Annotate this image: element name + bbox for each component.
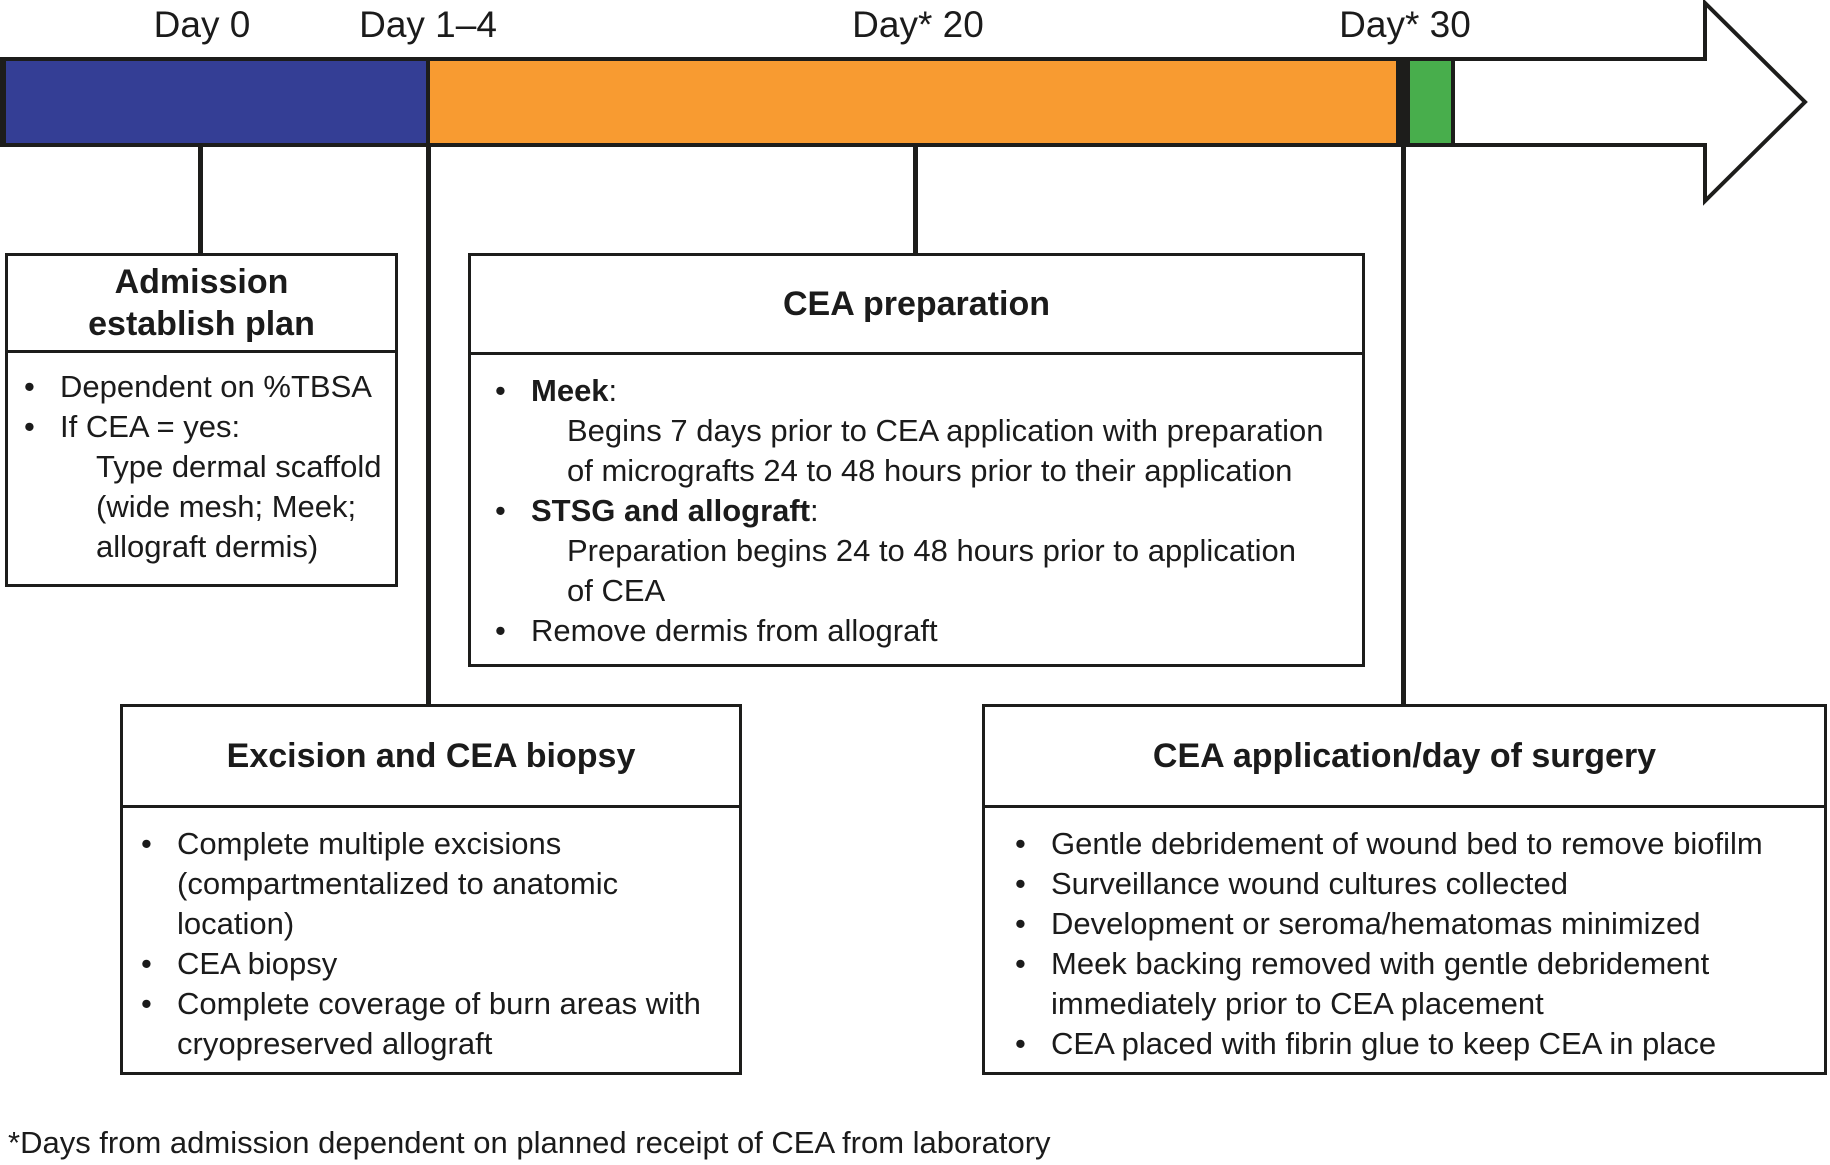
list-item-text: Preparation begins 24 to 48 hours prior … [567,533,1296,568]
tick-day-30 [1401,143,1406,704]
list-item: • Remove dermis from allograft [495,611,1352,651]
day-label-0: Day 0 [153,4,251,45]
box-admission-items: • Dependent on %TBSA • If CEA = yes:•Type d… [8,353,395,567]
list-item: • If CEA = yes: [24,407,385,447]
list-item-text: cryopreserved allograft [177,1026,493,1061]
list-item-text: Remove dermis from allograft [531,613,938,648]
bullet-icon: • [141,826,152,861]
list-item: • Development or seroma/hematomas minimiz… [1015,904,1814,944]
day-label-30: Day* 30 [1339,4,1471,45]
bullet-icon: • [1015,906,1026,941]
list-item: •immediately prior to CEA placement [1015,984,1814,1024]
list-item: • CEA biopsy [141,944,729,984]
box-admission: Admission establish plan • Dependent on %… [5,253,398,587]
list-item: • CEA placed with fibrin glue to keep CEA… [1015,1024,1814,1064]
bullet-icon: • [1015,866,1026,901]
bullet-icon: • [495,493,506,528]
bullet-icon: • [1015,946,1026,981]
list-item: •Preparation begins 24 to 48 hours prior… [495,531,1352,571]
list-item-text: Meek: [531,373,618,408]
list-item: •of micrografts 24 to 48 hours prior to … [495,451,1352,491]
list-item-text: Gentle debridement of wound bed to remov… [1051,826,1763,861]
box-cea-preparation-items: •Meek:•Begins 7 days prior to CEA applic… [471,355,1362,651]
list-item: • Dependent on %TBSA [24,367,385,407]
box-excision-biopsy-items: •Complete multiple excisions•(compartmen… [123,808,739,1064]
box-cea-application-items: • Gentle debridement of wound bed to remo… [985,808,1824,1064]
list-item-text: Surveillance wound cultures collected [1051,866,1568,901]
box-cea-preparation: CEA preparation •Meek:•Begins 7 days pri… [468,253,1365,667]
list-item-text: Development or seroma/hematomas minimize… [1051,906,1701,941]
list-item: •allograft dermis) [24,527,385,567]
list-item: •Begins 7 days prior to CEA application … [495,411,1352,451]
box-excision-biopsy: Excision and CEA biopsy • Complete multip… [120,704,742,1075]
list-item: • Surveillance wound cultures collected [1015,864,1814,904]
list-item: • Gentle debridement of wound bed to remo… [1015,824,1814,864]
box-cea-application-title: CEA application/day of surgery [985,707,1824,808]
list-item: • Complete coverage of burn areas with [141,984,729,1024]
list-item-text: Type dermal scaffold [96,449,382,484]
list-item: •(wide mesh; Meek; [24,487,385,527]
list-item-text: Complete coverage of burn areas with [177,986,701,1021]
tick-day-1-4 [426,143,431,704]
list-item: • Meek backing removed with gentle debrid… [1015,944,1814,984]
list-item-text: Complete multiple excisions [177,826,562,861]
list-item: •(compartmentalized to anatomic [141,864,729,904]
box-admission-title: Admission establish plan [8,256,395,353]
list-item: •cryopreserved allograft [141,1024,729,1064]
box-cea-application: CEA application/day of surgery • Gentle d… [982,704,1827,1075]
bullet-icon: • [141,946,152,981]
box-cea-preparation-title: CEA preparation [471,256,1362,355]
list-item-text: Dependent on %TBSA [60,369,372,404]
list-item: • Complete multiple excisions [141,824,729,864]
list-item-text: Begins 7 days prior to CEA application w… [567,413,1324,448]
segment-preparation-phase [430,61,1396,143]
segment-admission-phase [6,61,426,143]
bullet-icon: • [1015,826,1026,861]
list-item: • STSG and allograft: [495,491,1352,531]
day-label-20: Day* 20 [852,4,984,45]
list-item-text: STSG and allograft: [531,493,819,528]
bullet-icon: • [1015,1026,1026,1061]
day-label-1-4: Day 1–4 [359,4,497,45]
tick-day-20 [913,143,918,253]
bullet-icon: • [495,373,506,408]
list-item-text: of micrografts 24 to 48 hours prior to t… [567,453,1293,488]
list-item-text: allograft dermis) [96,529,319,564]
list-item: •location) [141,904,729,944]
list-item-text: (wide mesh; Meek; [96,489,357,524]
bullet-icon: • [24,369,35,404]
tick-day-0 [198,143,203,253]
bullet-icon: • [495,613,506,648]
list-item: • Meek: [495,371,1352,411]
bullet-icon: • [24,409,35,444]
list-item-text: location) [177,906,295,941]
timeline-arrow [0,0,1808,206]
list-item-text: CEA placed with fibrin glue to keep CEA … [1051,1026,1717,1061]
list-item-text: CEA biopsy [177,946,338,981]
segment-application-phase [1410,61,1451,143]
list-item-text: Meek backing removed with gentle debride… [1051,946,1710,981]
list-item: •of CEA [495,571,1352,611]
footnote: *Days from admission dependent on planne… [8,1125,1051,1160]
list-item-text: If CEA = yes: [60,409,241,444]
list-item-text: of CEA [567,573,666,608]
list-item-text: immediately prior to CEA placement [1051,986,1544,1021]
list-item: •Type dermal scaffold [24,447,385,487]
box-excision-biopsy-title: Excision and CEA biopsy [123,707,739,808]
bullet-icon: • [141,986,152,1021]
list-item-text: (compartmentalized to anatomic [177,866,619,901]
